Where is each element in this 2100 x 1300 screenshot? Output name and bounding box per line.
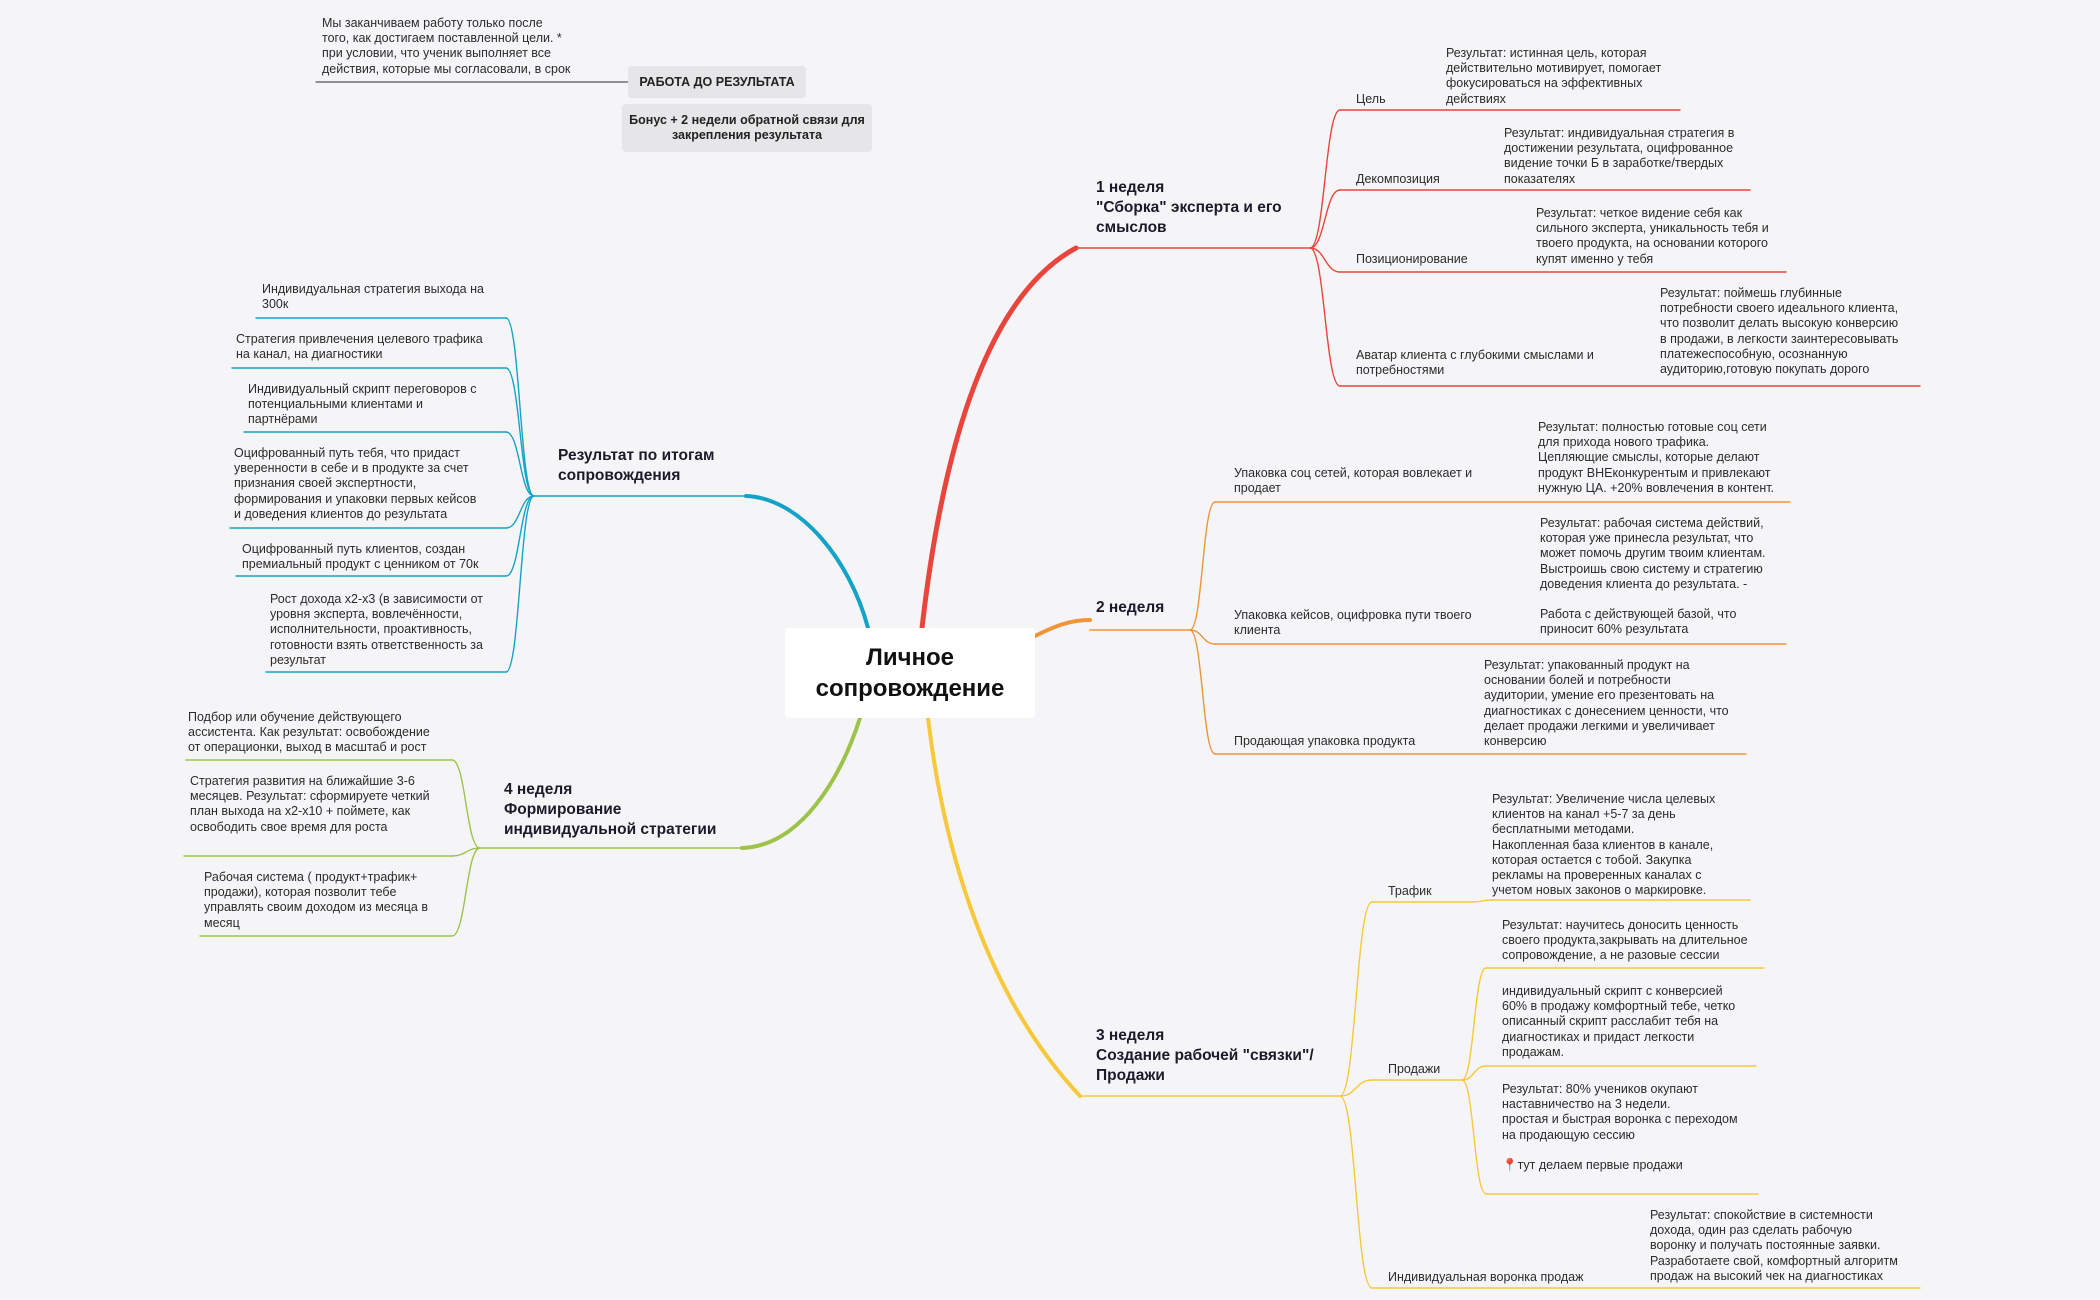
week1-main-branch — [919, 245, 1079, 631]
week3-sales-branch-2 — [1461, 1079, 1487, 1195]
week1-decomposition-result: Результат: индивидуальная стратегия в до… — [1504, 126, 1735, 186]
root-topic[interactable]: Личное сопровождение — [785, 628, 1035, 718]
week1-avatar-label[interactable]: Аватар клиента с глубокими смыслами и по… — [1356, 348, 1594, 378]
week3-sales-result-3: Результат: 80% учеников окупают наставни… — [1502, 1082, 1738, 1173]
week2-cases-label[interactable]: Упаковка кейсов, оцифровка пути твоего к… — [1234, 608, 1472, 638]
week4-branch-0 — [451, 759, 481, 849]
week4-assistant[interactable]: Подбор или обучение действующего ассисте… — [188, 710, 430, 755]
work-until-result-chip[interactable]: РАБОТА ДО РЕЗУЛЬТАТА — [628, 66, 806, 98]
week4-branch-1 — [451, 847, 481, 857]
week3-sales-branch-1 — [1461, 1065, 1487, 1081]
work-until-result-note: Мы заканчиваем работу только после того,… — [322, 16, 571, 76]
week1-branch-1 — [1309, 189, 1341, 249]
week2-cases-result: Результат: рабочая система действий, кот… — [1540, 516, 1766, 637]
week1-decomposition-label[interactable]: Декомпозиция — [1356, 172, 1440, 186]
week2-branch-2 — [1189, 629, 1216, 755]
results-branch-5 — [505, 495, 535, 673]
week3-funnel-label[interactable]: Индивидуальная воронка продаж — [1388, 1270, 1584, 1284]
week4-working-system[interactable]: Рабочая система ( продукт+трафик+ продаж… — [204, 870, 428, 930]
results-branch-0 — [505, 317, 535, 497]
results-branch-1 — [505, 367, 535, 497]
week1-goal-result: Результат: истинная цель, которая действ… — [1446, 46, 1662, 106]
week1-branch-0 — [1309, 109, 1341, 249]
week3-branch-sales — [1339, 1079, 1373, 1097]
results-item-your-path[interactable]: Оцифрованный путь тебя, что придаст увер… — [234, 446, 477, 521]
week3-sales-label[interactable]: Продажи — [1388, 1062, 1441, 1076]
week2-social-result: Результат: полностью готовые соц сети дл… — [1538, 420, 1775, 495]
week2-branch-1 — [1189, 629, 1216, 645]
week3-traffic-label[interactable]: Трафик — [1388, 884, 1432, 898]
week1-title[interactable]: 1 неделя "Сборка" эксперта и его смыслов — [1096, 179, 1282, 236]
week4-strategy[interactable]: Стратегия развития на ближайшие 3-6 меся… — [190, 774, 430, 834]
week4-title[interactable]: 4 неделя Формирование индивидуальной стр… — [504, 781, 717, 838]
week2-branch-0 — [1189, 501, 1216, 631]
week3-main-branch — [926, 716, 1082, 1098]
week1-positioning-result: Результат: четкое видение себя как сильн… — [1536, 206, 1769, 266]
results-item-script[interactable]: Индивидуальный скрипт переговоров с поте… — [248, 382, 477, 427]
week3-funnel-result: Результат: спокойствие в системности дох… — [1650, 1208, 1898, 1283]
week2-main-branch — [1033, 618, 1092, 638]
week3-traffic-link — [1471, 899, 1493, 903]
results-item-client-path[interactable]: Оцифрованный путь клиентов, создан преми… — [242, 542, 479, 572]
results-item-income-growth[interactable]: Рост дохода х2-х3 (в зависимости от уров… — [270, 592, 484, 667]
results-item-income-strategy[interactable]: Индивидуальная стратегия выхода на 300к — [262, 282, 484, 312]
week4-branch-2 — [451, 847, 481, 937]
week3-title[interactable]: 3 неделя Создание рабочей "связки"/ Прод… — [1096, 1027, 1314, 1084]
week1-positioning-label[interactable]: Позиционирование — [1356, 252, 1468, 266]
results-branch-2 — [505, 431, 535, 497]
week3-traffic-result: Результат: Увеличение числа целевых клие… — [1492, 792, 1716, 898]
week2-product-result: Результат: упакованный продукт на основа… — [1484, 658, 1729, 749]
results-item-traffic-strategy[interactable]: Стратегия привлечения целевого трафика н… — [236, 332, 483, 362]
results-main-branch — [744, 494, 870, 630]
week2-product-label[interactable]: Продающая упаковка продукта — [1234, 734, 1416, 748]
week3-branch-funnel — [1339, 1095, 1373, 1289]
week4-main-branch — [740, 716, 862, 850]
week3-sales-result-1: Результат: научитесь доносить ценность с… — [1502, 918, 1748, 963]
week3-sales-branch-0 — [1461, 967, 1487, 1081]
week2-social-label[interactable]: Упаковка соц сетей, которая вовлекает и … — [1234, 466, 1473, 496]
week1-goal-label[interactable]: Цель — [1356, 92, 1386, 106]
week2-title[interactable]: 2 неделя — [1096, 599, 1165, 616]
results-title[interactable]: Результат по итогам сопровождения — [558, 447, 715, 484]
results-branch-4 — [505, 495, 535, 577]
week3-branch-traffic — [1339, 901, 1373, 1097]
week1-avatar-result: Результат: поймешь глубинные потребности… — [1660, 286, 1899, 377]
week3-sales-result-2: индивидуальный скрипт с конверсией 60% в… — [1502, 984, 1736, 1059]
week1-branch-2 — [1309, 247, 1341, 273]
week1-branch-3 — [1309, 247, 1341, 387]
bonus-feedback-chip[interactable]: Бонус + 2 недели обратной связи для закр… — [622, 104, 872, 152]
